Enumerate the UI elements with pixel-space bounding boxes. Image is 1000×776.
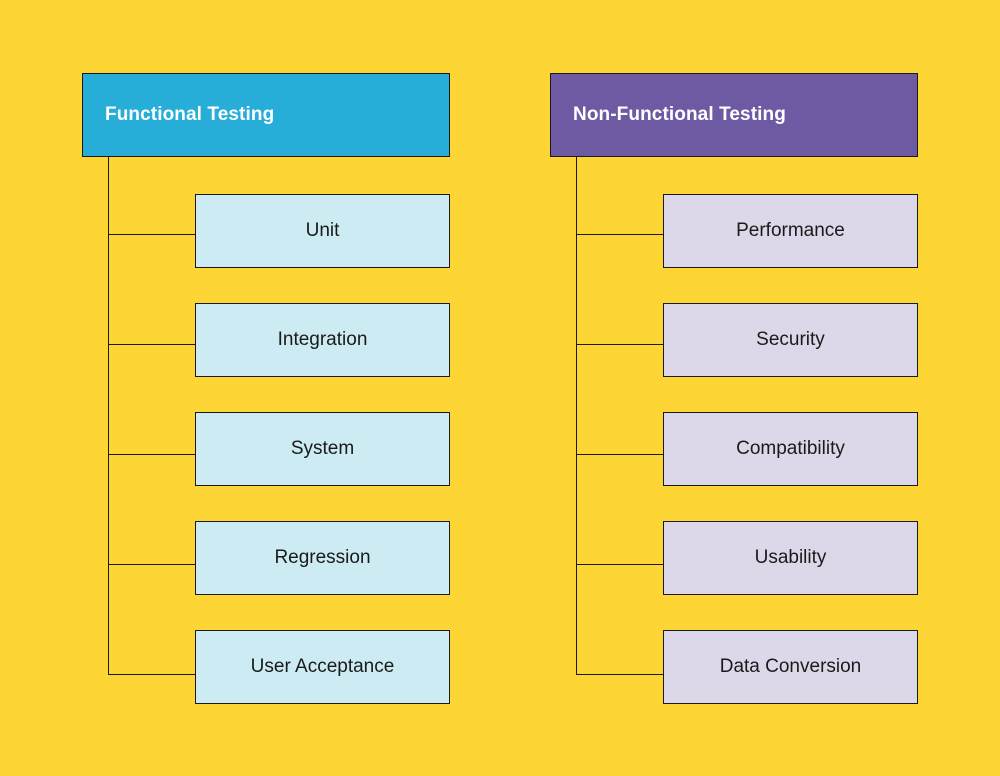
item-label: Performance: [736, 220, 845, 241]
item-usability: Usability: [663, 521, 918, 595]
connector-security: [576, 344, 663, 345]
item-label: Unit: [305, 220, 340, 241]
item-label: System: [290, 438, 355, 459]
item-label: Compatibility: [736, 438, 845, 459]
item-regression: Regression: [195, 521, 450, 595]
connector-user-acceptance: [108, 674, 195, 675]
item-unit: Unit: [195, 194, 450, 268]
connector-compatibility: [576, 454, 663, 455]
item-label: User Acceptance: [250, 656, 395, 677]
non-functional-testing-header: Non-Functional Testing: [550, 73, 918, 157]
connector-system: [108, 454, 195, 455]
connector-unit: [108, 234, 195, 235]
connector-data-conversion: [576, 674, 663, 675]
item-label: Data Conversion: [719, 656, 862, 677]
item-security: Security: [663, 303, 918, 377]
connector-usability: [576, 564, 663, 565]
item-user-acceptance: User Acceptance: [195, 630, 450, 704]
connector-integration: [108, 344, 195, 345]
item-label: Usability: [754, 547, 827, 568]
item-integration: Integration: [195, 303, 450, 377]
connector-regression: [108, 564, 195, 565]
functional-testing-title: Functional Testing: [105, 104, 275, 125]
item-performance: Performance: [663, 194, 918, 268]
item-compatibility: Compatibility: [663, 412, 918, 486]
item-data-conversion: Data Conversion: [663, 630, 918, 704]
item-label: Integration: [277, 329, 368, 350]
functional-tree-trunk: [108, 157, 109, 675]
item-system: System: [195, 412, 450, 486]
non-functional-tree-trunk: [576, 157, 577, 675]
non-functional-testing-title: Non-Functional Testing: [573, 104, 786, 125]
functional-testing-header: Functional Testing: [82, 73, 450, 157]
item-label: Security: [756, 329, 825, 350]
connector-performance: [576, 234, 663, 235]
item-label: Regression: [274, 547, 371, 568]
